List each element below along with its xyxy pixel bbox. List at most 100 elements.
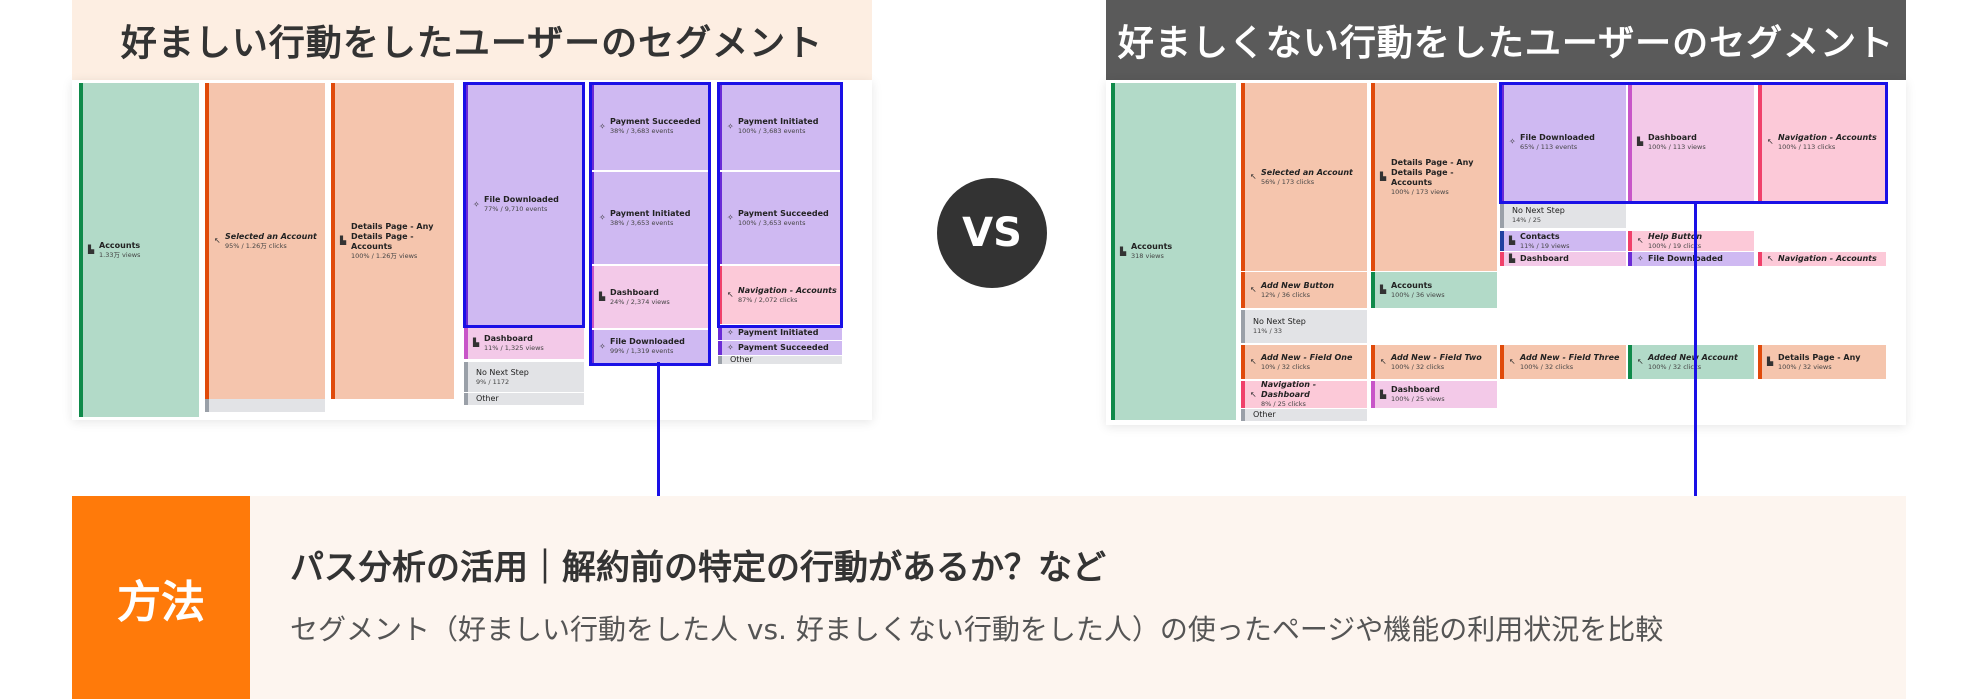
page-icon: ▙	[1637, 137, 1644, 146]
node-name: Payment Succeeded	[610, 117, 701, 126]
event-icon: ✧	[727, 328, 734, 337]
left-path-node-l17[interactable]: ✧ Payment Succeeded	[718, 341, 842, 355]
node-stat: 8% / 25 clicks	[1261, 400, 1306, 408]
left-path-node-l3[interactable]: ▙Details Page - Any Details Page - Accou…	[331, 83, 454, 399]
node-name: Other	[730, 356, 753, 364]
node-stat: 11% / 33	[1253, 327, 1283, 335]
event-icon: ✧	[1637, 254, 1644, 263]
node-stat: 24% / 2,374 views	[610, 297, 670, 306]
node-stat: 10% / 32 clicks	[1261, 362, 1311, 371]
node-name: No Next Step	[476, 367, 529, 377]
node-name: Navigation - Dashboard	[1261, 381, 1317, 399]
method-label: 方法	[72, 496, 250, 699]
event-icon: ✧	[473, 199, 480, 209]
method-heading: パス分析の活用｜解約前の特定の行動があるか？など	[290, 548, 1106, 588]
vs-badge: VS	[937, 178, 1047, 288]
left-segment-title: 好ましい行動をしたユーザーのセグメント	[72, 0, 872, 80]
click-icon: ↖	[1250, 285, 1257, 294]
node-name: File Downloaded	[610, 337, 685, 346]
node-name: Payment Succeeded	[738, 343, 829, 352]
node-name: Payment Initiated	[738, 117, 819, 126]
node-name: Dashboard	[1648, 132, 1697, 142]
node-name: Accounts	[1391, 280, 1433, 290]
node-name: Added New Account	[1648, 352, 1738, 362]
left-highlight-col2	[589, 82, 711, 366]
page-icon: ▙	[599, 292, 606, 301]
node-stat: 95% / 1.26万 clicks	[225, 241, 287, 250]
right-path-node-r19[interactable]: ✧File Downloaded	[1628, 252, 1754, 266]
node-name: Dashboard	[1520, 254, 1569, 263]
right-highlight-box	[1499, 82, 1888, 204]
left-path-node-l16[interactable]: ✧ Payment Initiated	[718, 326, 842, 340]
page-icon: ▙	[473, 338, 480, 347]
page-icon: ▙	[1380, 389, 1387, 399]
click-icon: ↖	[1380, 357, 1387, 366]
node-name: Add New - Field Two	[1391, 352, 1482, 362]
event-icon: ✧	[727, 343, 734, 352]
right-path-node-r22[interactable]: ↖Navigation - Accounts	[1758, 252, 1886, 266]
node-name: Dashboard	[1391, 385, 1440, 394]
node-stat: 77% / 9,710 events	[484, 205, 548, 213]
node-stat: 100% / 113 clicks	[1778, 142, 1836, 151]
click-icon: ↖	[214, 236, 221, 245]
node-stat: 11% / 19 views	[1520, 241, 1570, 250]
event-icon: ✧	[727, 213, 734, 222]
click-icon: ↖	[1509, 357, 1516, 366]
left-path-node-l18[interactable]: Other	[718, 356, 842, 364]
left-path-node-l7[interactable]: Other	[464, 393, 584, 405]
node-name: Other	[476, 394, 499, 403]
node-name: Contacts	[1520, 231, 1560, 241]
right-segment-title: 好ましくない行動をしたユーザーのセグメント	[1106, 0, 1906, 80]
event-icon: ✧	[727, 121, 734, 131]
node-name: Selected an Account	[1261, 167, 1353, 177]
page-icon: ▙	[1509, 254, 1516, 263]
node-name: Payment Initiated	[738, 328, 819, 337]
method-body	[250, 496, 1906, 699]
right-path-node-r15[interactable]: ▙ Dashboard	[1500, 252, 1626, 266]
node-name: Add New - Field One	[1261, 352, 1353, 362]
node-name: File Downloaded	[1520, 132, 1595, 142]
click-icon: ↖	[1250, 389, 1257, 399]
node-name: Dashboard	[484, 333, 533, 343]
node-name: Navigation - Accounts	[1778, 254, 1877, 263]
page-icon: ▙	[1380, 172, 1387, 181]
right-path-node-r7[interactable]: Other	[1241, 409, 1367, 421]
node-stat: 100% / 36 views	[1391, 290, 1445, 299]
node-stat: 100% / 32 views	[1778, 362, 1832, 371]
right-path-node-r8[interactable]: ▙Details Page - Any Details Page - Accou…	[1371, 83, 1497, 271]
node-stat: 100% / 25 views	[1391, 395, 1445, 403]
node-stat: 100% / 3,653 events	[738, 218, 806, 227]
